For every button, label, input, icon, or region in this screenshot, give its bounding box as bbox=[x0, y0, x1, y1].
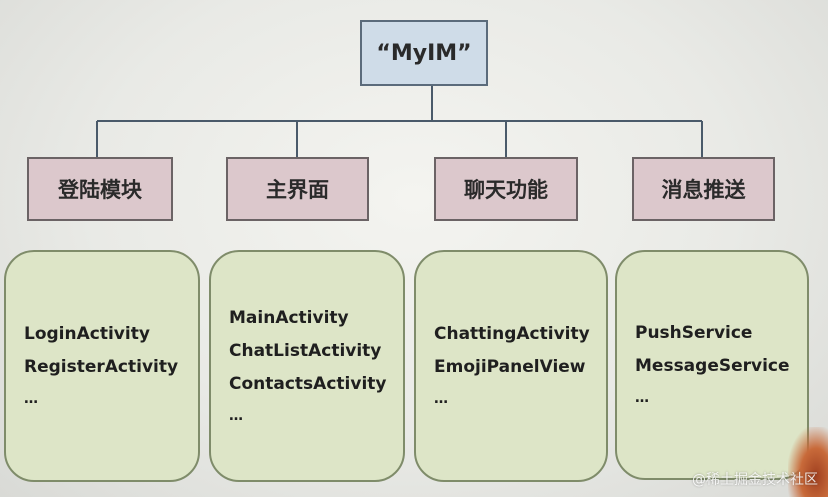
card-item: LoginActivity bbox=[24, 324, 150, 344]
presenter-hand-shadow bbox=[788, 427, 828, 497]
card-item: PushService bbox=[635, 323, 753, 343]
card-item: MessageService bbox=[635, 356, 790, 376]
card-main: MainActivity ChatListActivity ContactsAc… bbox=[209, 250, 405, 482]
watermark: @稀土掘金技术社区 bbox=[692, 472, 818, 488]
card-item: MainActivity bbox=[229, 307, 349, 328]
card-item: ChattingActivity bbox=[434, 324, 590, 344]
module-push: 消息推送 bbox=[632, 157, 775, 221]
module-login: 登陆模块 bbox=[27, 157, 173, 221]
module-chat: 聊天功能 bbox=[434, 157, 578, 221]
card-ellipsis: … bbox=[635, 390, 650, 406]
card-item: EmojiPanelView bbox=[434, 357, 586, 377]
card-item: ChatListActivity bbox=[229, 340, 382, 361]
card-ellipsis: … bbox=[434, 391, 449, 407]
card-push: PushService MessageService … bbox=[615, 250, 809, 480]
card-login: LoginActivity RegisterActivity … bbox=[4, 250, 200, 482]
card-ellipsis: … bbox=[24, 391, 39, 407]
card-ellipsis: … bbox=[229, 407, 244, 424]
card-item: ContactsActivity bbox=[229, 373, 387, 394]
module-main: 主界面 bbox=[226, 157, 369, 221]
card-chat: ChattingActivity EmojiPanelView … bbox=[414, 250, 608, 482]
card-item: RegisterActivity bbox=[24, 357, 179, 377]
root-node: “MyIM” bbox=[360, 20, 488, 86]
